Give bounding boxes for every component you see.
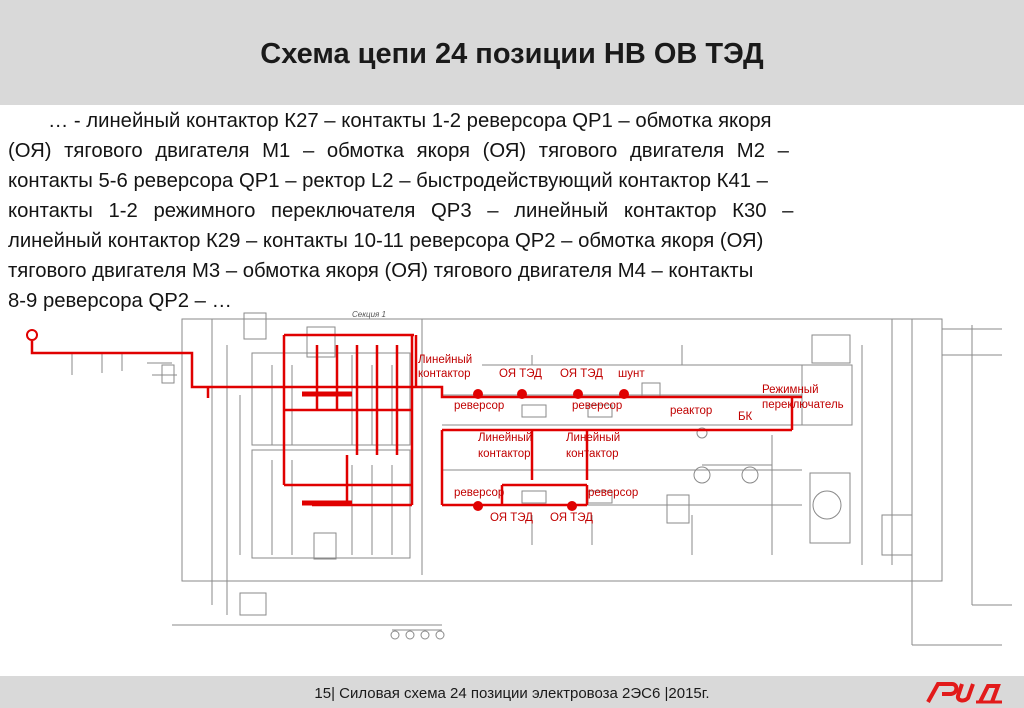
label-line-contactor: Линейный [418, 354, 472, 366]
motor-armature-marker [567, 501, 577, 511]
label-reversor: реверсор [454, 487, 504, 499]
description-line: тягового двигателя М3 – обмотка якоря (О… [8, 260, 754, 282]
label-mode-switch: переключатель [762, 399, 844, 411]
motor-markers [473, 389, 629, 511]
slide-title: Схема цепи 24 позиции НВ ОВ ТЭД [260, 38, 764, 70]
motor-armature-marker [619, 389, 629, 399]
label-oya-ted: ОЯ ТЭД [490, 512, 533, 524]
label-reversor: реверсор [572, 400, 622, 412]
motor-armature-marker [473, 389, 483, 399]
footer-bar [0, 676, 1024, 708]
description-line: 8-9 реверсора QP2 – … [8, 290, 232, 312]
label-mode-switch: Режимный [762, 384, 819, 396]
motor-armature-marker [473, 501, 483, 511]
power-circuit-diagram: Секция 1 [26, 310, 1012, 646]
title-bar [0, 0, 1024, 105]
highlighted-contacts [302, 391, 352, 506]
circuit-description: … - линейный контактор К27 – контакты 1-… [8, 106, 1020, 316]
label-reactor: реактор [670, 405, 712, 417]
label-line-contactor: Линейный [478, 432, 532, 444]
label-reversor: реверсор [454, 400, 504, 412]
label-oya-ted: ОЯ ТЭД [560, 368, 603, 380]
label-reversor: реверсор [588, 487, 638, 499]
label-line-contactor: контактор [478, 448, 531, 460]
label-line-contactor: контактор [566, 448, 619, 460]
label-shunt: шунт [618, 368, 645, 380]
footer-caption: 15| Силовая схема 24 позиции электровоза… [314, 685, 710, 702]
rzd-logo [926, 682, 1002, 704]
label-line-contactor: Линейный [566, 432, 620, 444]
description-line: контакты 1-2 режимного переключателя QP3… [8, 200, 794, 222]
description-line: … - линейный контактор К27 – контакты 1-… [48, 110, 772, 132]
label-oya-ted: ОЯ ТЭД [499, 368, 542, 380]
schematic-wiring [32, 312, 1012, 646]
description-line: контакты 5-6 реверсора QP1 – ректор L2 –… [8, 170, 768, 192]
label-line-contactor: контактор [418, 368, 471, 380]
component-labels: Линейный контактор ОЯ ТЭД ОЯ ТЭД шунт ре… [418, 354, 844, 524]
label-bk: БК [738, 411, 753, 423]
label-oya-ted: ОЯ ТЭД [550, 512, 593, 524]
description-line: (ОЯ) тягового двигателя М1 – обмотка яко… [8, 140, 789, 162]
motor-armature-marker [573, 389, 583, 399]
active-circuit-path [26, 329, 802, 507]
motor-armature-marker [517, 389, 527, 399]
section-label: Секция 1 [352, 310, 386, 319]
description-line: линейный контактор К29 – контакты 10-11 … [8, 230, 764, 252]
